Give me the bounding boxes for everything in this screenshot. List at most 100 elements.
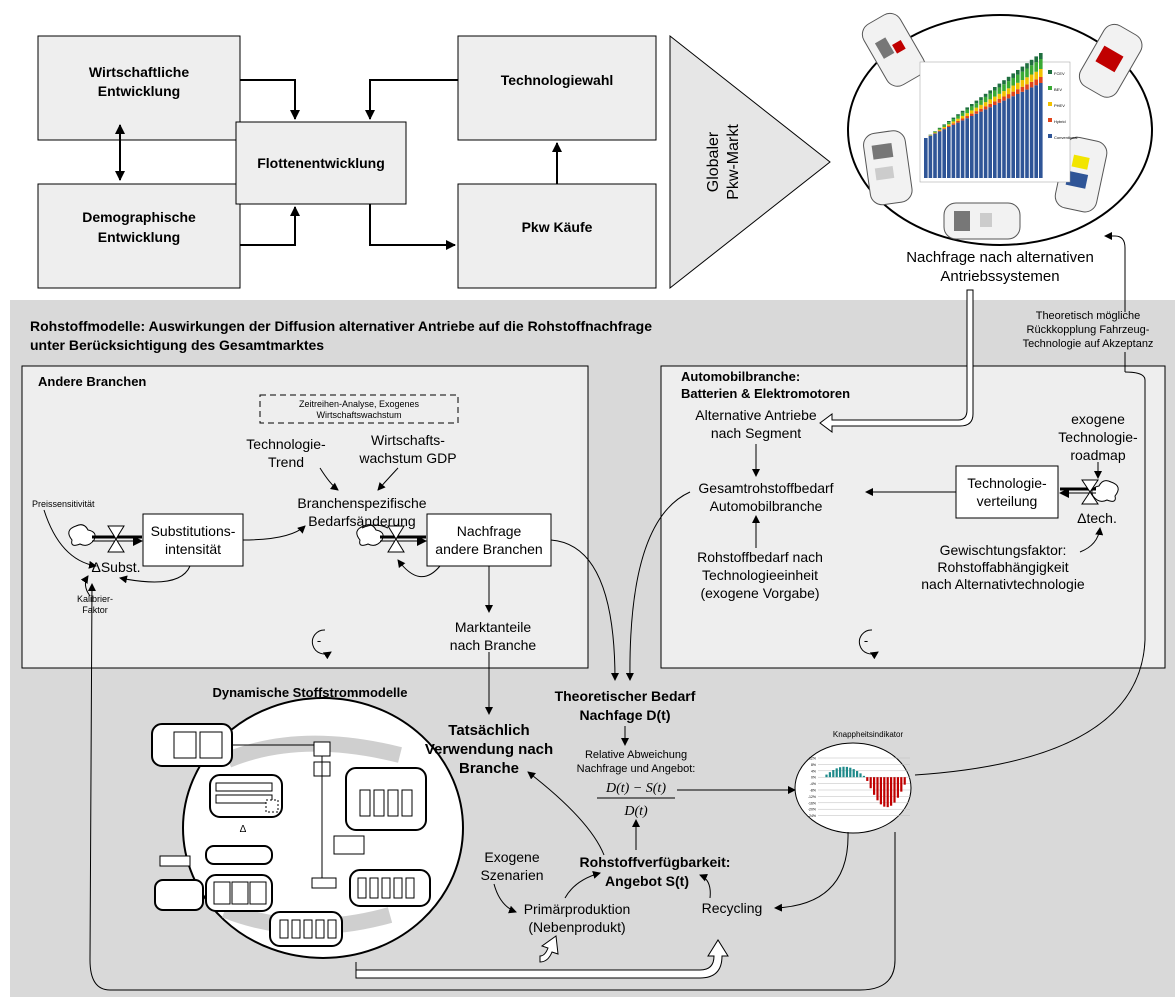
- scarcity-bar: [903, 777, 906, 785]
- scarcity-bar: [842, 766, 845, 778]
- exogene-szen-2: Szenarien: [480, 867, 543, 883]
- label-pkw-markt: Pkw-Markt: [725, 124, 742, 200]
- car-icon: [863, 130, 913, 206]
- dashed-label-1: Zeitreihen-Analyse, Exogenes: [299, 399, 420, 409]
- fleet-bar-segment: [937, 127, 942, 129]
- tech-trend-1: Technologie-: [246, 436, 326, 452]
- fleet-bar-segment: [974, 113, 979, 178]
- fleet-bar-segment: [988, 90, 992, 94]
- box-demographie: [37, 183, 241, 289]
- fleet-bar-segment: [1016, 94, 1020, 178]
- andere-title: Andere Branchen: [38, 374, 146, 389]
- scarcity-bar: [832, 770, 835, 778]
- scarcity-chart: 12%8%4%0%-4%-8%-12%-16%-20%-24%: [808, 757, 910, 818]
- scarcity-tick: 8%: [811, 763, 816, 767]
- scarcity-bar: [856, 771, 859, 778]
- fleet-bar-segment: [970, 106, 974, 111]
- fleet-bar-segment: [1002, 80, 1006, 85]
- fleet-bar-segment: [1020, 86, 1025, 92]
- fleet-bar-segment: [997, 93, 1002, 99]
- global-market-triangle: [669, 34, 831, 290]
- legend-swatch: [1048, 86, 1052, 90]
- legend-label: Hybrid: [1054, 119, 1066, 124]
- fleet-bar-segment: [928, 135, 933, 178]
- fleet-bar-segment: [1006, 88, 1011, 95]
- feedback-label-1: Theoretisch mögliche: [1036, 310, 1141, 322]
- label-demographie-2: Entwicklung: [98, 229, 180, 245]
- fleet-bar-segment: [942, 129, 946, 178]
- box-flotte: [235, 121, 407, 205]
- nachfrage-2: andere Branchen: [435, 541, 542, 557]
- fleet-bar-segment: [1006, 94, 1011, 99]
- fleet-bar-segment: [979, 108, 983, 112]
- fleet-bar-segment: [1029, 87, 1034, 178]
- legend-swatch: [1048, 118, 1052, 122]
- label-pkw-kaeufe: Pkw Käufe: [522, 219, 593, 235]
- fleet-bar-segment: [979, 100, 983, 105]
- subst-1: Substitutions-: [151, 523, 236, 539]
- fleet-bar-segment: [997, 98, 1002, 103]
- fleet-bar-segment: [993, 96, 997, 102]
- fleet-bar-segment: [956, 118, 960, 121]
- scarcity-bar: [845, 766, 848, 778]
- marktanteile-1: Marktanteile: [455, 619, 531, 635]
- scarcity-tick: 4%: [811, 769, 816, 773]
- tech-vert-1: Technologie-: [967, 475, 1047, 491]
- fleet-bar-segment: [1034, 85, 1038, 178]
- formula-numerator: D(t) − S(t): [605, 781, 666, 796]
- rohstoff-tech-2: Technologieeinheit: [702, 567, 818, 583]
- fleet-bar-segment: [1002, 100, 1006, 178]
- gdp-2: wachstum GDP: [358, 450, 456, 466]
- legend-swatch: [1048, 134, 1052, 138]
- fleet-bar-segment: [1025, 84, 1029, 90]
- kalibrier-1: Kalibrier-: [77, 594, 113, 604]
- alt-antriebe-2: nach Segment: [711, 425, 801, 441]
- fleet-bar-segment: [924, 138, 928, 178]
- theor-1: Theoretischer Bedarf: [555, 688, 696, 704]
- marktanteile-2: nach Branche: [450, 637, 537, 653]
- legend-label: Conventional: [1054, 135, 1077, 140]
- fleet-bar-segment: [965, 116, 969, 119]
- fleet-bar-segment: [1002, 96, 1006, 101]
- fleet-bar-segment: [1029, 59, 1034, 66]
- scarcity-bar: [862, 775, 865, 778]
- loop-sign-left: -: [317, 633, 321, 648]
- fleet-bar-segment: [1011, 85, 1015, 92]
- scarcity-tick: -20%: [808, 808, 816, 812]
- scarcity-bar: [828, 772, 831, 778]
- feedback-label-3: Technologie auf Akzeptanz: [1023, 338, 1154, 350]
- scarcity-bar: [839, 767, 842, 778]
- fleet-bar-segment: [1025, 77, 1029, 85]
- fleet-bar-segment: [1016, 89, 1020, 94]
- tatsaechlich-3: Branche: [459, 760, 519, 777]
- fleet-bar-segment: [974, 107, 979, 112]
- auto-title-2: Batterien & Elektromotoren: [681, 386, 850, 401]
- fleet-bar-segment: [1011, 91, 1015, 97]
- fleet-bar-segment: [937, 128, 942, 130]
- fleet-bar-segment: [942, 128, 946, 130]
- box-technologiewahl: [457, 35, 657, 141]
- fleet-bar-segment: [942, 126, 946, 129]
- fleet-bar-segment: [1020, 66, 1025, 72]
- fleet-bar-segment: [937, 129, 942, 131]
- scarcity-bar: [835, 768, 838, 778]
- scarcity-bar: [876, 777, 879, 801]
- scarcity-bar: [825, 774, 828, 778]
- fleet-bar-segment: [1020, 71, 1025, 81]
- panel-automobil: Automobilbranche: Batterien & Elektromot…: [660, 365, 1166, 669]
- car-icon: [861, 12, 926, 87]
- alt-antriebe-1: Alternative Antriebe: [695, 407, 817, 423]
- branchen-bedarf-2: Bedarfsänderung: [308, 513, 415, 529]
- scarcity-ellipse: [794, 742, 912, 834]
- demand-label-1: Nachfrage nach alternativen: [906, 249, 1094, 266]
- scarcity-bar: [893, 777, 896, 803]
- scarcity-bar: [859, 773, 862, 778]
- branchen-bedarf-1: Branchenspezifische: [297, 495, 426, 511]
- fleet-bar-segment: [993, 105, 997, 178]
- fleet-bar-segment: [983, 109, 988, 178]
- gesamt-2: Automobilbranche: [710, 498, 823, 514]
- hollow-arrow-demand: [819, 289, 974, 433]
- scarcity-tick: -4%: [810, 782, 816, 786]
- label-technologiewahl: Technologiewahl: [501, 72, 614, 88]
